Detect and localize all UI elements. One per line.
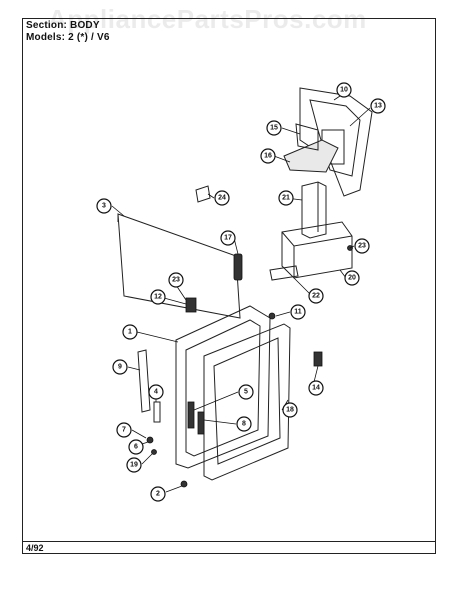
svg-text:17: 17: [224, 235, 232, 242]
svg-text:4: 4: [154, 389, 158, 396]
part-1-door-frame: [175, 305, 271, 469]
part-20-shape: [281, 221, 353, 279]
callout-11: 11: [290, 304, 306, 320]
watermark-text: AppliancePartsPros.com: [48, 4, 367, 34]
callout-23-upper: 23: [354, 238, 370, 254]
callout-19: 19: [126, 457, 142, 473]
svg-text:23: 23: [358, 243, 366, 250]
callout-23-lower: 23: [168, 272, 184, 288]
part-9-bar: [137, 349, 151, 413]
callout-1: 1: [122, 324, 138, 340]
callout-17: 17: [220, 230, 236, 246]
part-22-shape: [269, 265, 299, 281]
svg-text:14: 14: [312, 385, 320, 392]
control-panel-assembly: [283, 87, 373, 197]
svg-text:10: 10: [340, 87, 348, 94]
svg-text:15: 15: [270, 125, 278, 132]
callout-21: 21: [278, 190, 294, 206]
svg-text:6: 6: [134, 444, 138, 451]
callout-24: 24: [214, 190, 230, 206]
callout-4: 4: [148, 384, 164, 400]
svg-text:18: 18: [286, 407, 294, 414]
callout-18: 18: [282, 402, 298, 418]
callout-3: 3: [96, 198, 112, 214]
callout-13: 13: [370, 98, 386, 114]
footer-divider: [22, 541, 436, 542]
callout-14: 14: [308, 380, 324, 396]
svg-text:23: 23: [172, 277, 180, 284]
svg-text:8: 8: [242, 421, 246, 428]
part-5-latch: [187, 401, 205, 435]
footer-date: 4/92: [26, 543, 44, 553]
section-label: Section: BODY: [26, 20, 100, 31]
svg-text:22: 22: [312, 293, 320, 300]
part-18-door-glass: [203, 323, 291, 481]
svg-text:5: 5: [244, 389, 248, 396]
diagram-frame: [22, 18, 436, 554]
small-hardware: [146, 245, 353, 488]
svg-text:9: 9: [118, 364, 122, 371]
callout-16: 16: [260, 148, 276, 164]
part-17-coil: [233, 253, 243, 281]
models-label: Models: 2 (*) / V6: [26, 32, 110, 43]
svg-text:7: 7: [122, 427, 126, 434]
callout-2: 2: [150, 486, 166, 502]
svg-text:1: 1: [128, 329, 132, 336]
callout-20: 20: [344, 270, 360, 286]
callout-5: 5: [238, 384, 254, 400]
svg-text:11: 11: [294, 309, 302, 316]
svg-text:2: 2: [156, 491, 160, 498]
callout-10: 10: [336, 82, 352, 98]
callout-9: 9: [112, 359, 128, 375]
svg-text:19: 19: [130, 462, 138, 469]
svg-text:3: 3: [102, 203, 106, 210]
part-3-panel: [117, 213, 241, 319]
svg-text:21: 21: [282, 195, 290, 202]
part-12-hinge: [185, 297, 197, 313]
callout-12: 12: [150, 289, 166, 305]
callout-7: 7: [116, 422, 132, 438]
svg-text:20: 20: [348, 275, 356, 282]
svg-text:24: 24: [218, 195, 226, 202]
callout-15: 15: [266, 120, 282, 136]
callout-22: 22: [308, 288, 324, 304]
part-21-shape: [301, 181, 327, 239]
svg-text:13: 13: [374, 103, 382, 110]
part-24-shape: [195, 185, 211, 203]
svg-text:12: 12: [154, 294, 162, 301]
callout-6: 6: [128, 439, 144, 455]
svg-text:16: 16: [264, 153, 272, 160]
callout-8: 8: [236, 416, 252, 432]
